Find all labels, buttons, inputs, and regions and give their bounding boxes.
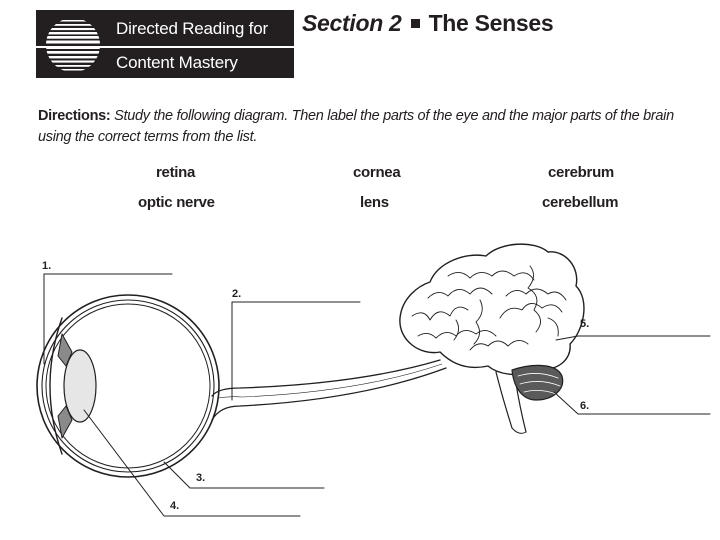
brain-cerebrum: [400, 244, 584, 374]
label-4: 4.: [170, 500, 179, 512]
label-2: 2.: [232, 288, 241, 300]
eye-cornea: [50, 318, 62, 454]
eye-lens: [64, 350, 96, 422]
optic-nerve-lower: [212, 368, 446, 420]
leader-6: [554, 392, 710, 414]
leader-3: [164, 462, 324, 488]
brain-cerebellum: [512, 365, 563, 400]
label-1: 1.: [42, 260, 51, 272]
leader-4: [84, 410, 300, 516]
label-5: 5.: [580, 318, 589, 330]
optic-nerve-upper: [212, 360, 440, 396]
label-3: 3.: [196, 472, 205, 484]
leader-5: [556, 336, 710, 340]
label-6: 6.: [580, 400, 589, 412]
